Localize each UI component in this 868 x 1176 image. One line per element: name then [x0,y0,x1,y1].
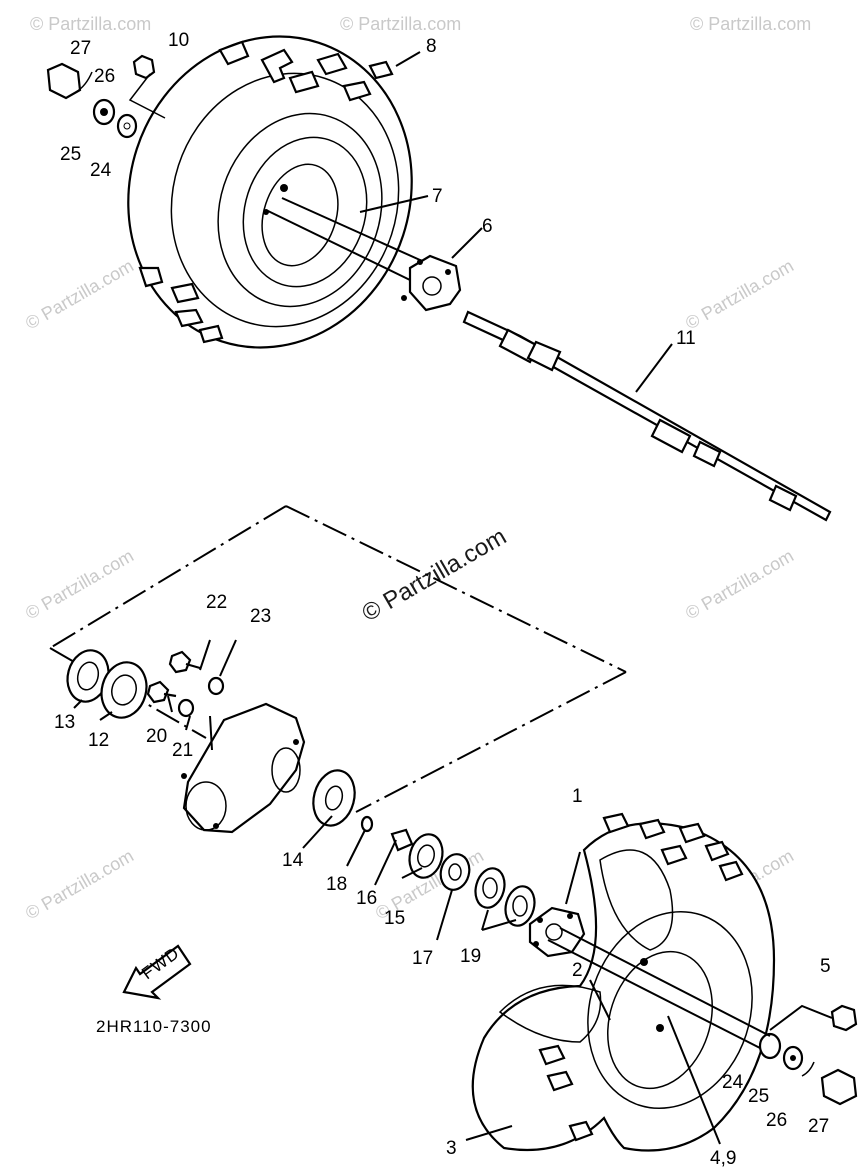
watermark-text: © Partzilla.com [22,545,137,623]
bearing-15 [408,833,444,879]
callout-24-top: 24 [90,160,112,181]
callout-14: 14 [282,850,304,871]
nut-10 [132,54,156,80]
washer-17 [439,853,471,891]
callout-2: 2 [572,960,583,981]
callout-10: 10 [168,30,189,51]
watermark-text: © Partzilla.com [690,14,811,34]
watermark-text: © Partzilla.com [340,14,461,34]
callout-19: 19 [460,946,481,967]
washer-23 [207,676,225,696]
nut-5 [830,1004,858,1032]
assembly-outline [49,505,627,813]
callout-3: 3 [446,1138,457,1159]
nut-27-top [46,62,82,100]
axle-shaft-11 [462,310,832,522]
callout-16: 16 [356,888,377,909]
callout-17: 17 [412,948,433,969]
top-wheel-tire [127,35,413,349]
bottom-wheel-tire [471,812,776,1152]
watermark-text: © Partzilla.com [682,255,797,333]
callout-11: 11 [676,328,696,349]
fwd-direction-arrow: FWD [122,943,192,1000]
callout-6: 6 [482,216,493,237]
callout-22: 22 [206,592,227,613]
callout-26-top: 26 [94,66,115,87]
callout-18: 18 [326,874,347,895]
callout-27-bottom: 27 [808,1116,829,1137]
callout-labels: 1 2 3 4,9 5 6 7 8 10 11 12 13 14 15 16 1… [54,30,831,1169]
callout-12: 12 [88,730,109,751]
callout-27-top: 27 [70,38,91,59]
callout-8: 8 [426,36,437,57]
watermark-text: © Partzilla.com [22,845,137,923]
o-ring-18 [360,815,374,833]
bolt-20 [146,680,177,704]
callout-4-9: 4,9 [710,1148,736,1169]
nut-27-bottom [820,1068,858,1106]
callout-1: 1 [572,786,583,807]
cotter-pin-26-bottom [801,1061,815,1077]
callout-15: 15 [384,908,405,929]
watermark-center: © Partzilla.com [358,523,512,627]
drawing-code: 2HR110-7300 [96,1017,212,1036]
callout-25-bottom: 25 [748,1086,769,1107]
callout-23: 23 [250,606,271,627]
bottom-leader-lines [73,639,833,1145]
top-leader-lines [265,51,673,393]
callout-7: 7 [432,186,443,207]
bolt-22 [168,650,201,674]
watermark-text: © Partzilla.com [30,14,151,34]
bottom-hardware [758,1004,858,1106]
left-bearing-assembly [66,649,225,719]
seal-14 [312,769,356,827]
callout-21: 21 [172,740,193,761]
washer-24-bottom [758,1032,782,1060]
differential-case [181,702,306,834]
bearing-12 [100,661,148,719]
washer-21 [177,698,195,718]
bearing-19b [504,885,536,927]
callout-25-top: 25 [60,144,81,165]
callout-5: 5 [820,956,831,977]
top-hub-6 [401,254,462,312]
callout-26-bottom: 26 [766,1110,787,1131]
callout-24-bottom: 24 [722,1072,744,1093]
callout-13: 13 [54,712,75,733]
collar-16 [390,828,414,852]
top-hardware [46,54,166,139]
watermark-text: © Partzilla.com [682,545,797,623]
watermark-text: © Partzilla.com [22,255,137,333]
center-stack-parts [312,769,536,927]
bottom-hub-1 [528,906,586,958]
cotter-pin-26-top [75,71,93,93]
callout-20: 20 [146,726,167,747]
bearing-19a [474,867,506,909]
